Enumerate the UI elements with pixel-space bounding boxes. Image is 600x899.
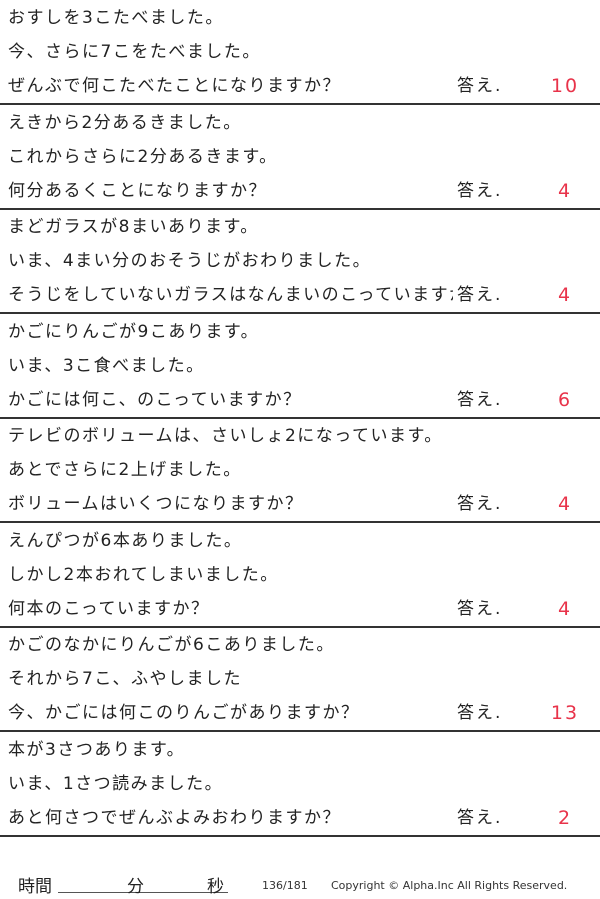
answer-label: 答え.: [457, 278, 503, 312]
answer-label: 答え.: [457, 173, 503, 208]
problem-line: 今、さらに7こをたべました。: [8, 42, 261, 62]
problem-line: これからさらに2分あるきます。: [8, 146, 278, 167]
answer-label: 答え.: [457, 69, 503, 103]
problem-line: いま、3こ食べました。: [8, 355, 205, 376]
problem-block: かごにりんごが9こあります。いま、3こ食べました。かごには何こ、のこっていますか…: [0, 315, 600, 419]
problem-line: 本が3さつあります。: [8, 739, 186, 760]
problem-line: テレビのボリュームは、さいしょ2になっています。: [8, 426, 443, 446]
time-label: 時間: [18, 877, 52, 897]
answer-value: 4: [557, 493, 573, 515]
answer-value: 6: [557, 388, 573, 411]
copyright: Copyright © Alpha.Inc All Rights Reserve…: [331, 879, 568, 892]
answer-label: 答え.: [457, 696, 503, 730]
problem-line: 何分あるくことになりますか？: [8, 180, 267, 201]
seconds-label: 秒: [207, 877, 224, 897]
answer-value: 4: [557, 179, 573, 202]
problem-line: かごには何こ、のこっていますか？: [8, 389, 302, 410]
problem-line: ボリュームはいくつになりますか？: [8, 494, 304, 514]
answer-label: 答え.: [457, 487, 503, 521]
answer-label: 答え.: [457, 591, 503, 626]
problem-block: テレビのボリュームは、さいしょ2になっています。あとでさらに2上げました。ボリュ…: [0, 419, 600, 523]
problem-line: おすしを3こたべました。: [8, 8, 224, 28]
problem-block: えきから2分あるきました。これからさらに2分あるきます。何分あるくことになります…: [0, 106, 600, 210]
problem-line: いま、1さつ読みました。: [8, 773, 224, 794]
answer-value: 10: [550, 75, 580, 97]
problem-line: それから7こ、ふやしました: [8, 669, 242, 689]
time-underline: [58, 892, 228, 893]
problem-line: いま、4まい分のおそうじがおわりました。: [8, 251, 372, 271]
footer: 時間 分 秒 136/181 Copyright © Alpha.Inc All…: [0, 870, 600, 899]
problem-block: えんぴつが6本ありました。しかし2本おれてしまいました。何本のこっていますか？ 答…: [0, 524, 600, 628]
problem-line: かごにりんごが9こあります。: [8, 321, 260, 342]
problem-line: 何本のこっていますか？: [8, 598, 210, 619]
answer-value: 13: [550, 702, 580, 724]
problem-line: えきから2分あるきました。: [8, 112, 242, 133]
answer-label: 答え.: [457, 800, 503, 835]
problem-line: あと何さつでぜんぶよみおわりますか？: [8, 807, 341, 828]
problem-line: ぜんぶで何こたべたことになりますか？: [8, 76, 341, 96]
problem-line: あとでさらに2上げました。: [8, 460, 242, 480]
problem-block: かごのなかにりんごが6こありました。それから7こ、ふやしました今、かごには何この…: [0, 628, 600, 732]
answer-value: 2: [557, 806, 573, 829]
answer-value: 4: [557, 597, 573, 620]
problem-block: まどガラスが8まいあります。いま、4まい分のおそうじがおわりました。そうじをして…: [0, 210, 600, 314]
problem-block: おすしを3こたべました。今、さらに7こをたべました。ぜんぶで何こたべたことになり…: [0, 1, 600, 105]
problem-line: かごのなかにりんごが6こありました。: [8, 635, 335, 655]
answer-value: 4: [557, 284, 573, 306]
problem-line: まどガラスが8まいあります。: [8, 217, 259, 237]
minutes-label: 分: [127, 877, 144, 897]
problem-block: 本が3さつあります。いま、1さつ読みました。あと何さつでぜんぶよみおわりますか？…: [0, 733, 600, 837]
problem-line: えんぴつが6本ありました。: [8, 530, 243, 551]
problem-line: しかし2本おれてしまいました。: [8, 564, 279, 585]
page-number: 136/181: [262, 879, 308, 892]
problem-line: 今、かごには何このりんごがありますか？: [8, 703, 360, 723]
problem-line: そうじをしていないガラスはなんまいのこっていますか？: [8, 285, 453, 305]
answer-label: 答え.: [457, 382, 503, 417]
